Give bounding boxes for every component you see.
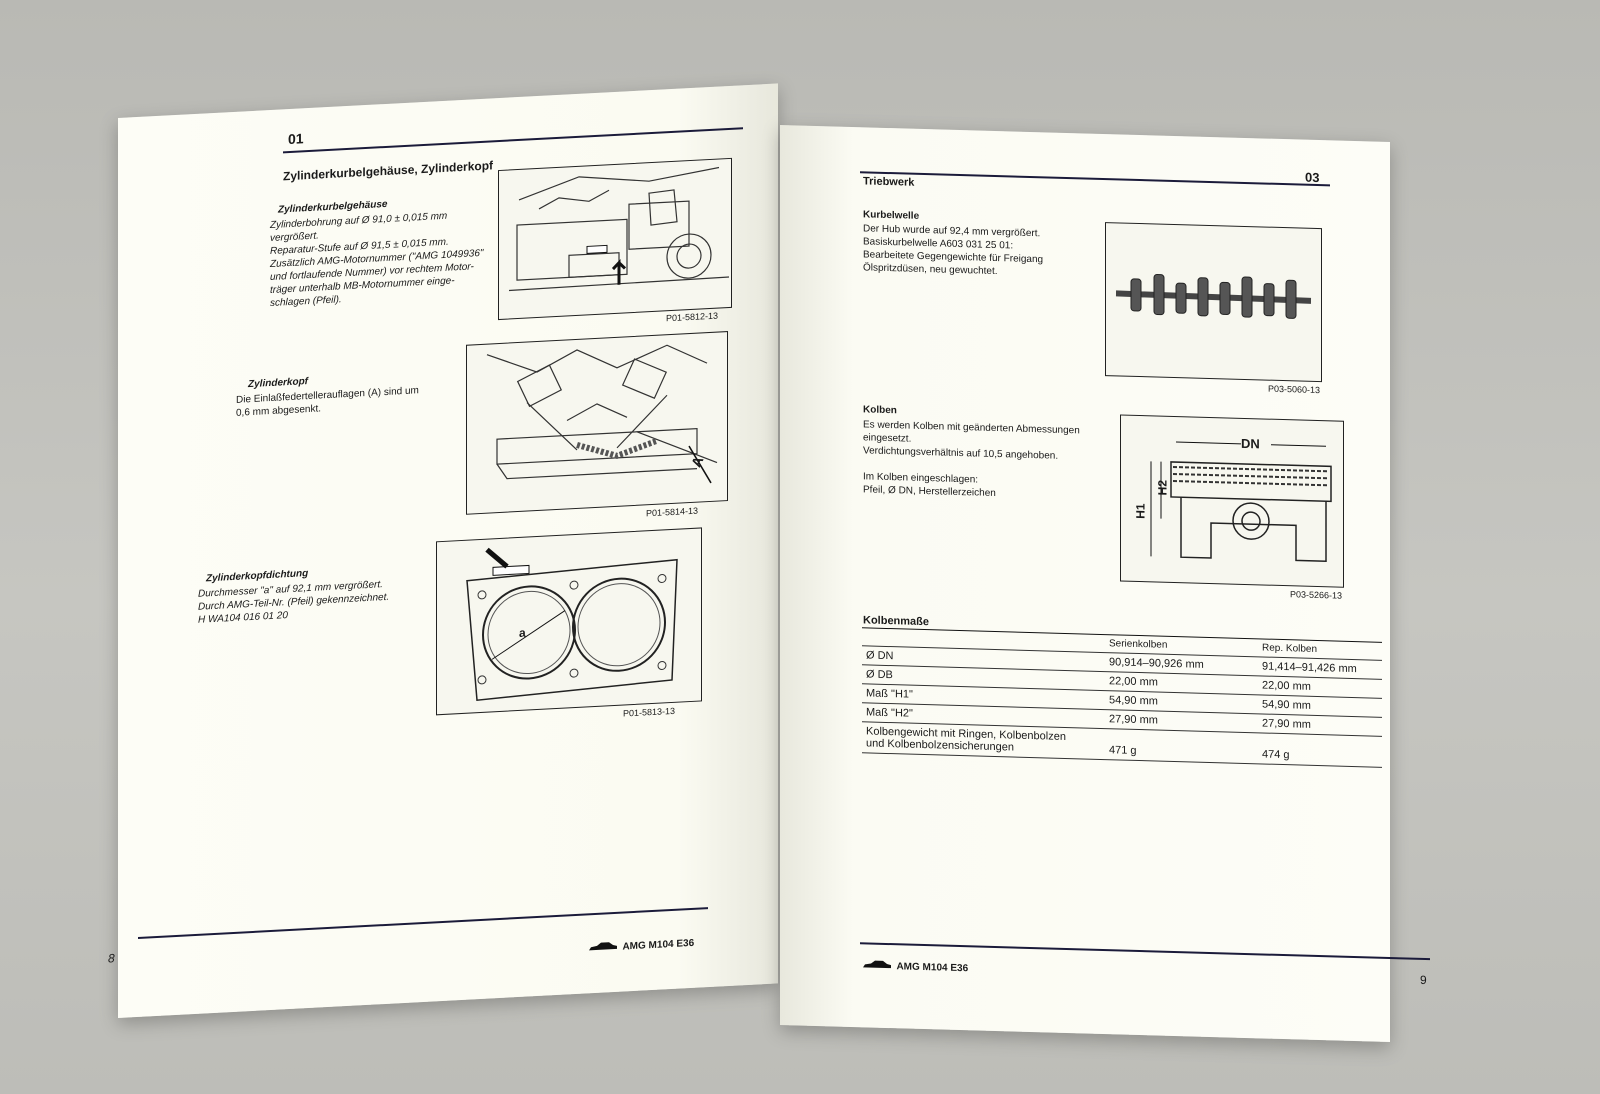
block-text: Zylinderbohrung auf Ø 91,0 ± 0,015 mm ve…: [270, 210, 484, 310]
table-cell: 474 g: [1258, 732, 1382, 768]
left-page: 01 Zylinderkurbelgehäuse, Zylinderkopf Z…: [108, 83, 778, 1018]
section-heading: Triebwerk: [863, 175, 915, 189]
section-number: 01: [288, 130, 304, 148]
figure-label-dn: DN: [1241, 435, 1260, 452]
figure-caption: P01-5813-13: [623, 705, 676, 719]
crankshaft-drawing: [1115, 274, 1312, 319]
figure-caption: P03-5266-13: [1290, 589, 1343, 601]
block-title: Kurbelwelle: [863, 209, 920, 222]
block-title: Zylinderkopf: [248, 376, 309, 391]
block-title: Kolben: [863, 404, 897, 417]
piston-figure: DN H2 H1: [1120, 414, 1344, 588]
right-page: Triebwerk 03 Kurbelwelle Der Hub wurde a…: [780, 125, 1430, 1043]
block-text: Es werden Kolben mit geänderten Abmessun…: [863, 419, 1080, 500]
engine-block-figure: [498, 157, 732, 321]
table-cell: 471 g: [1105, 728, 1258, 764]
footer-title: AMG M104 E36: [622, 937, 695, 953]
figure-caption: P01-5814-13: [646, 505, 699, 519]
footer-title: AMG M104 E36: [896, 961, 969, 975]
footer: AMG M104 E36: [588, 933, 694, 957]
figure-label-h2: H2: [1155, 479, 1170, 496]
figure-caption: P01-5812-13: [666, 310, 719, 324]
page-number: 8: [108, 951, 115, 966]
header-rule: [283, 127, 743, 154]
piston-drawing: [1150, 441, 1332, 563]
head-gasket-figure: a: [436, 527, 702, 716]
car-icon: [589, 942, 617, 951]
crankshaft-figure: [1105, 222, 1322, 383]
dimensions-table: Serienkolben Rep. Kolben Ø DN 90,914–90,…: [862, 627, 1382, 768]
kolbenmasse-table: Serienkolben Rep. Kolben Ø DN 90,914–90,…: [862, 627, 1382, 768]
cylinder-head-drawing: [486, 344, 718, 484]
header-rule: [860, 171, 1330, 187]
block-text: Der Hub wurde auf 92,4 mm vergrößert. Ba…: [863, 223, 1044, 278]
cylinder-head-figure: A: [466, 331, 728, 515]
figure-caption: P03-5060-13: [1268, 383, 1321, 396]
table-cell: Kolbengewicht mit Ringen, Kolbenbolzen u…: [862, 721, 1105, 760]
figure-label-h1: H1: [1133, 503, 1148, 519]
footer-rule: [138, 907, 708, 939]
car-icon: [863, 960, 891, 968]
section-heading: Zylinderkurbelgehäuse, Zylinderkopf: [283, 158, 494, 184]
head-gasket-drawing: [466, 547, 678, 702]
figure-label-a: a: [519, 625, 526, 640]
table-title: Kolbenmaße: [863, 614, 930, 629]
footer: AMG M104 E36: [862, 955, 968, 976]
page-number: 9: [1420, 972, 1427, 988]
block-text: Durchmesser "a" auf 92,1 mm vergrößert. …: [198, 579, 390, 626]
engine-block-drawing: [508, 166, 730, 292]
